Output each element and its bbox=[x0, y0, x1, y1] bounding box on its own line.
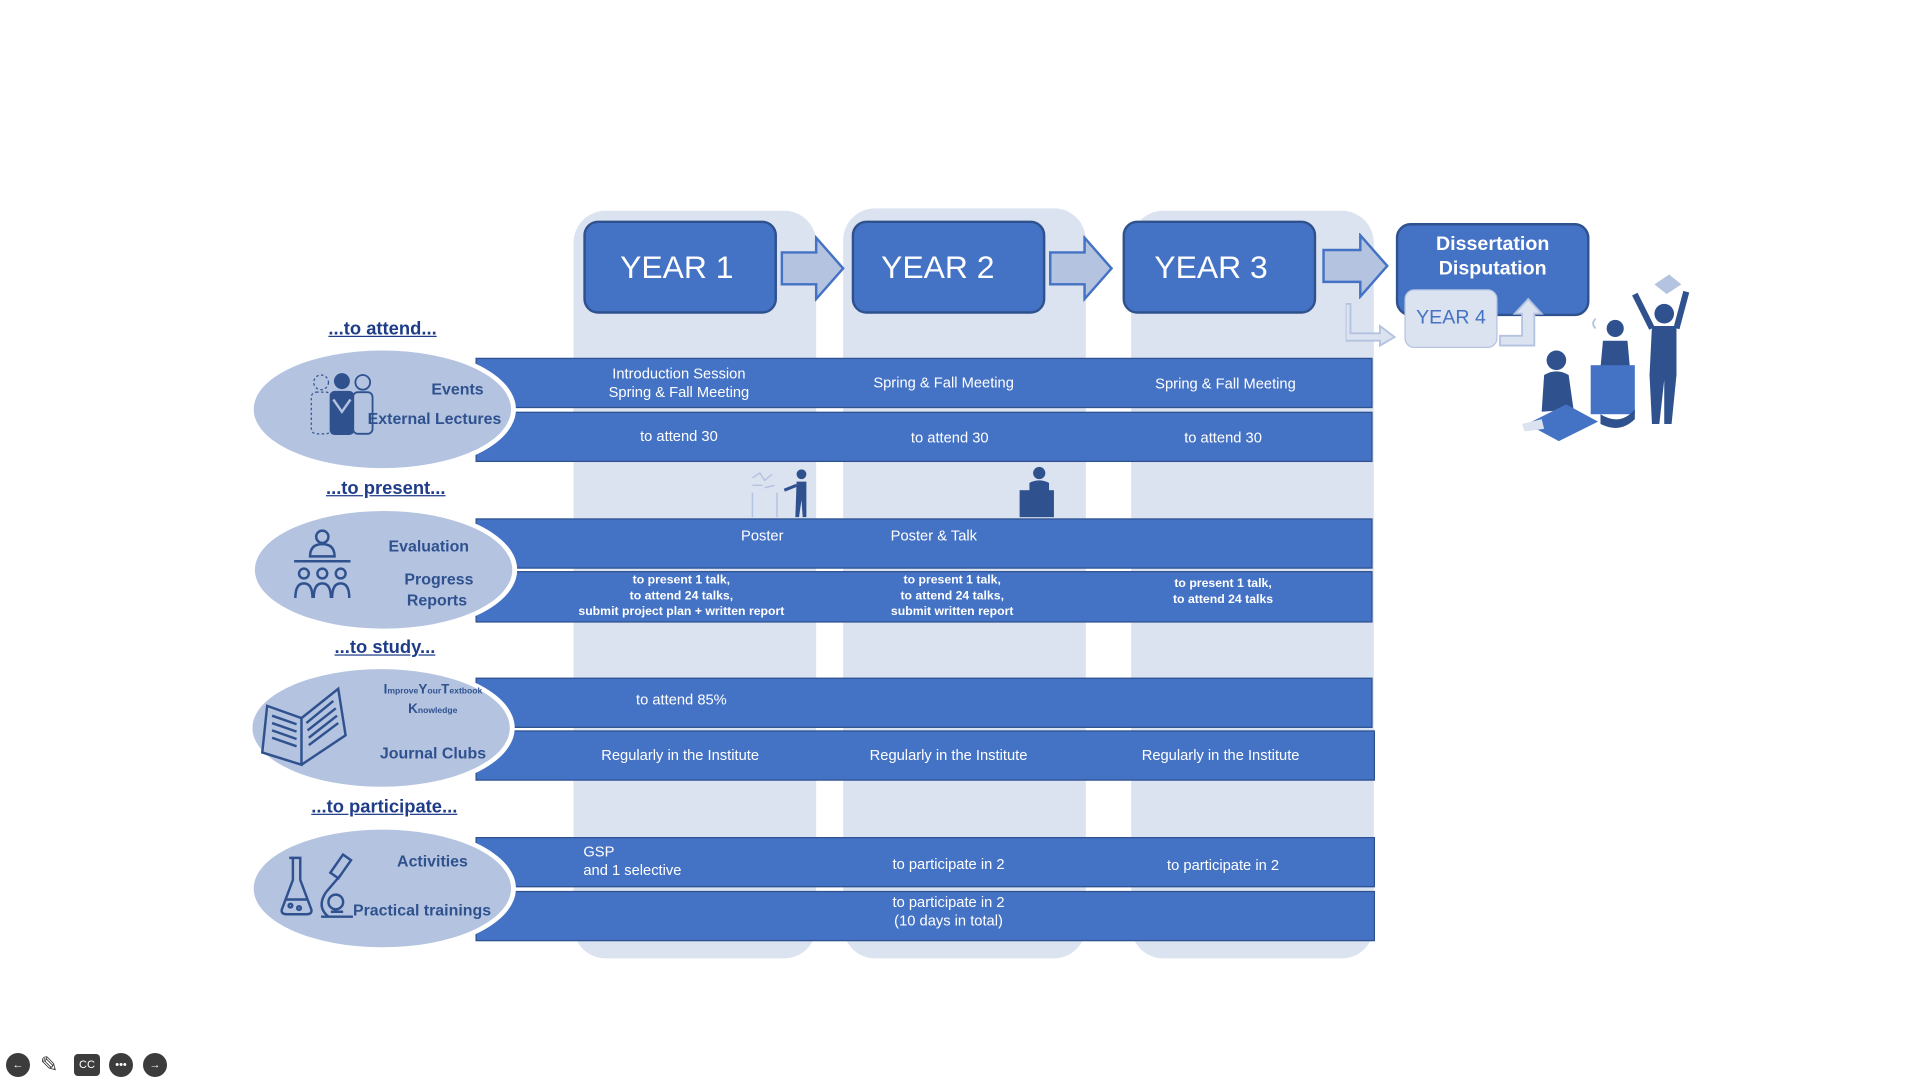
practical-trainings-label: Practical trainings bbox=[352, 900, 492, 920]
practical-line1: to participate in 2 bbox=[892, 893, 1005, 911]
year4-box: YEAR 4 bbox=[1404, 289, 1498, 349]
external-lectures-label: External Lectures bbox=[367, 409, 502, 428]
evaluation-y1-cell: Poster bbox=[741, 526, 784, 545]
activities-label: Activities bbox=[397, 851, 468, 871]
year3-box: YEAR 3 bbox=[1122, 220, 1317, 314]
events-y1-line2: Spring & Fall Meeting bbox=[608, 383, 750, 401]
practical-cell: to participate in 2 (10 days in total) bbox=[850, 893, 1046, 930]
progress-y3-cell: to present 1 talk, to attend 24 talks bbox=[1125, 576, 1321, 608]
progress-y1-line2: to attend 24 talks, bbox=[629, 589, 734, 603]
journal-y1-cell: Regularly in the Institute bbox=[601, 746, 760, 764]
reports-label: Reports bbox=[406, 590, 468, 610]
progress-y1-line1: to present 1 talk, bbox=[632, 573, 731, 588]
progress-y2-line2: to attend 24 talks, bbox=[900, 589, 1004, 603]
section-study-heading: ...to study... bbox=[334, 637, 436, 659]
year1-box: YEAR 1 bbox=[583, 220, 777, 314]
arrow-right-icon[interactable]: → bbox=[143, 1053, 167, 1077]
arrow-right-icon bbox=[780, 235, 845, 302]
events-y1-line1: Introduction Session bbox=[612, 365, 746, 383]
iytk-y1-cell: to attend 85% bbox=[635, 691, 727, 709]
progress-y2-line1: to present 1 talk, bbox=[903, 573, 1001, 588]
present-ellipse bbox=[250, 506, 518, 634]
practical-trainings-row bbox=[475, 890, 1376, 942]
pen-icon[interactable]: ✎ bbox=[40, 1052, 59, 1077]
external-y1-cell: to attend 30 bbox=[640, 427, 718, 445]
year1-label: YEAR 1 bbox=[620, 248, 734, 285]
section-present-heading: ...to present... bbox=[325, 477, 446, 499]
journal-y3-cell: Regularly in the Institute bbox=[1141, 746, 1300, 764]
journal-clubs-label: Journal Clubs bbox=[379, 743, 487, 763]
external-y3-cell: to attend 30 bbox=[1184, 428, 1262, 447]
presentation-audience-icon bbox=[294, 529, 351, 599]
people-group-icon bbox=[310, 373, 374, 436]
progress-y2-cell: to present 1 talk, to attend 24 talks, s… bbox=[854, 572, 1050, 620]
arrow-left-icon[interactable]: ← bbox=[6, 1053, 30, 1077]
iytk-label-line2: Knowledge bbox=[408, 702, 458, 717]
year2-box: YEAR 2 bbox=[851, 220, 1046, 314]
events-row bbox=[475, 357, 1373, 409]
participate-ellipse bbox=[248, 824, 516, 953]
bent-arrow-up-icon bbox=[1499, 297, 1544, 347]
arrow-right-icon bbox=[1049, 235, 1114, 302]
graduation-celebration-icon bbox=[1522, 274, 1690, 442]
disputation-label: Disputation bbox=[1438, 258, 1547, 280]
iytk-row bbox=[475, 677, 1373, 728]
bent-arrow-icon bbox=[1345, 303, 1397, 348]
external-lectures-row bbox=[475, 411, 1373, 463]
practical-line2: (10 days in total) bbox=[894, 911, 1003, 929]
more-icon[interactable]: ••• bbox=[109, 1053, 133, 1077]
progress-y2-line3: submit written report bbox=[890, 605, 1014, 619]
external-y2-cell: to attend 30 bbox=[910, 428, 989, 447]
activities-y3-cell: to participate in 2 bbox=[1167, 856, 1280, 874]
events-label: Events bbox=[431, 379, 484, 399]
events-y2-cell: Spring & Fall Meeting bbox=[873, 373, 1014, 391]
year2-label: YEAR 2 bbox=[881, 248, 995, 285]
section-participate-heading: ...to participate... bbox=[311, 796, 458, 818]
progress-y1-cell: to present 1 talk, to attend 24 talks, s… bbox=[571, 572, 792, 620]
activities-y2-cell: to participate in 2 bbox=[892, 855, 1005, 873]
events-y3-cell: Spring & Fall Meeting bbox=[1155, 375, 1296, 393]
attend-ellipse bbox=[248, 345, 516, 474]
progress-label: Progress bbox=[404, 569, 474, 589]
section-attend-heading: ...to attend... bbox=[328, 318, 437, 340]
presenter-pointing-icon bbox=[751, 469, 807, 518]
journal-y2-cell: Regularly in the Institute bbox=[869, 746, 1028, 764]
study-ellipse bbox=[247, 664, 515, 792]
journal-clubs-row bbox=[475, 730, 1376, 781]
speaker-at-podium-icon bbox=[1019, 466, 1054, 518]
arrow-right-icon bbox=[1322, 232, 1389, 300]
cc-button[interactable]: CC bbox=[74, 1054, 100, 1076]
lab-microscope-icon bbox=[280, 852, 353, 918]
progress-reports-row bbox=[475, 571, 1373, 623]
evaluation-y2-cell: Poster & Talk bbox=[890, 526, 978, 545]
open-book-icon bbox=[260, 686, 347, 767]
progress-y3-line2: to attend 24 talks bbox=[1172, 593, 1274, 607]
evaluation-row bbox=[475, 518, 1373, 569]
evaluation-label: Evaluation bbox=[388, 536, 470, 556]
activities-y1-line1: GSP bbox=[583, 843, 615, 861]
progress-y3-line1: to present 1 talk, bbox=[1174, 577, 1272, 591]
progress-y1-line3: submit project plan + written report bbox=[578, 605, 785, 619]
activities-y1-cell: GSP and 1 selective bbox=[583, 843, 730, 880]
year4-label: YEAR 4 bbox=[1416, 307, 1486, 329]
activities-y1-line2: and 1 selective bbox=[583, 861, 682, 879]
activities-row bbox=[475, 837, 1376, 888]
iytk-label-line1: ImproveYourTextbook bbox=[383, 682, 483, 698]
year3-label: YEAR 3 bbox=[1154, 248, 1268, 285]
events-y1-cell: Introduction Session Spring & Fall Meeti… bbox=[581, 365, 777, 402]
dissertation-label: Dissertation bbox=[1435, 234, 1550, 255]
